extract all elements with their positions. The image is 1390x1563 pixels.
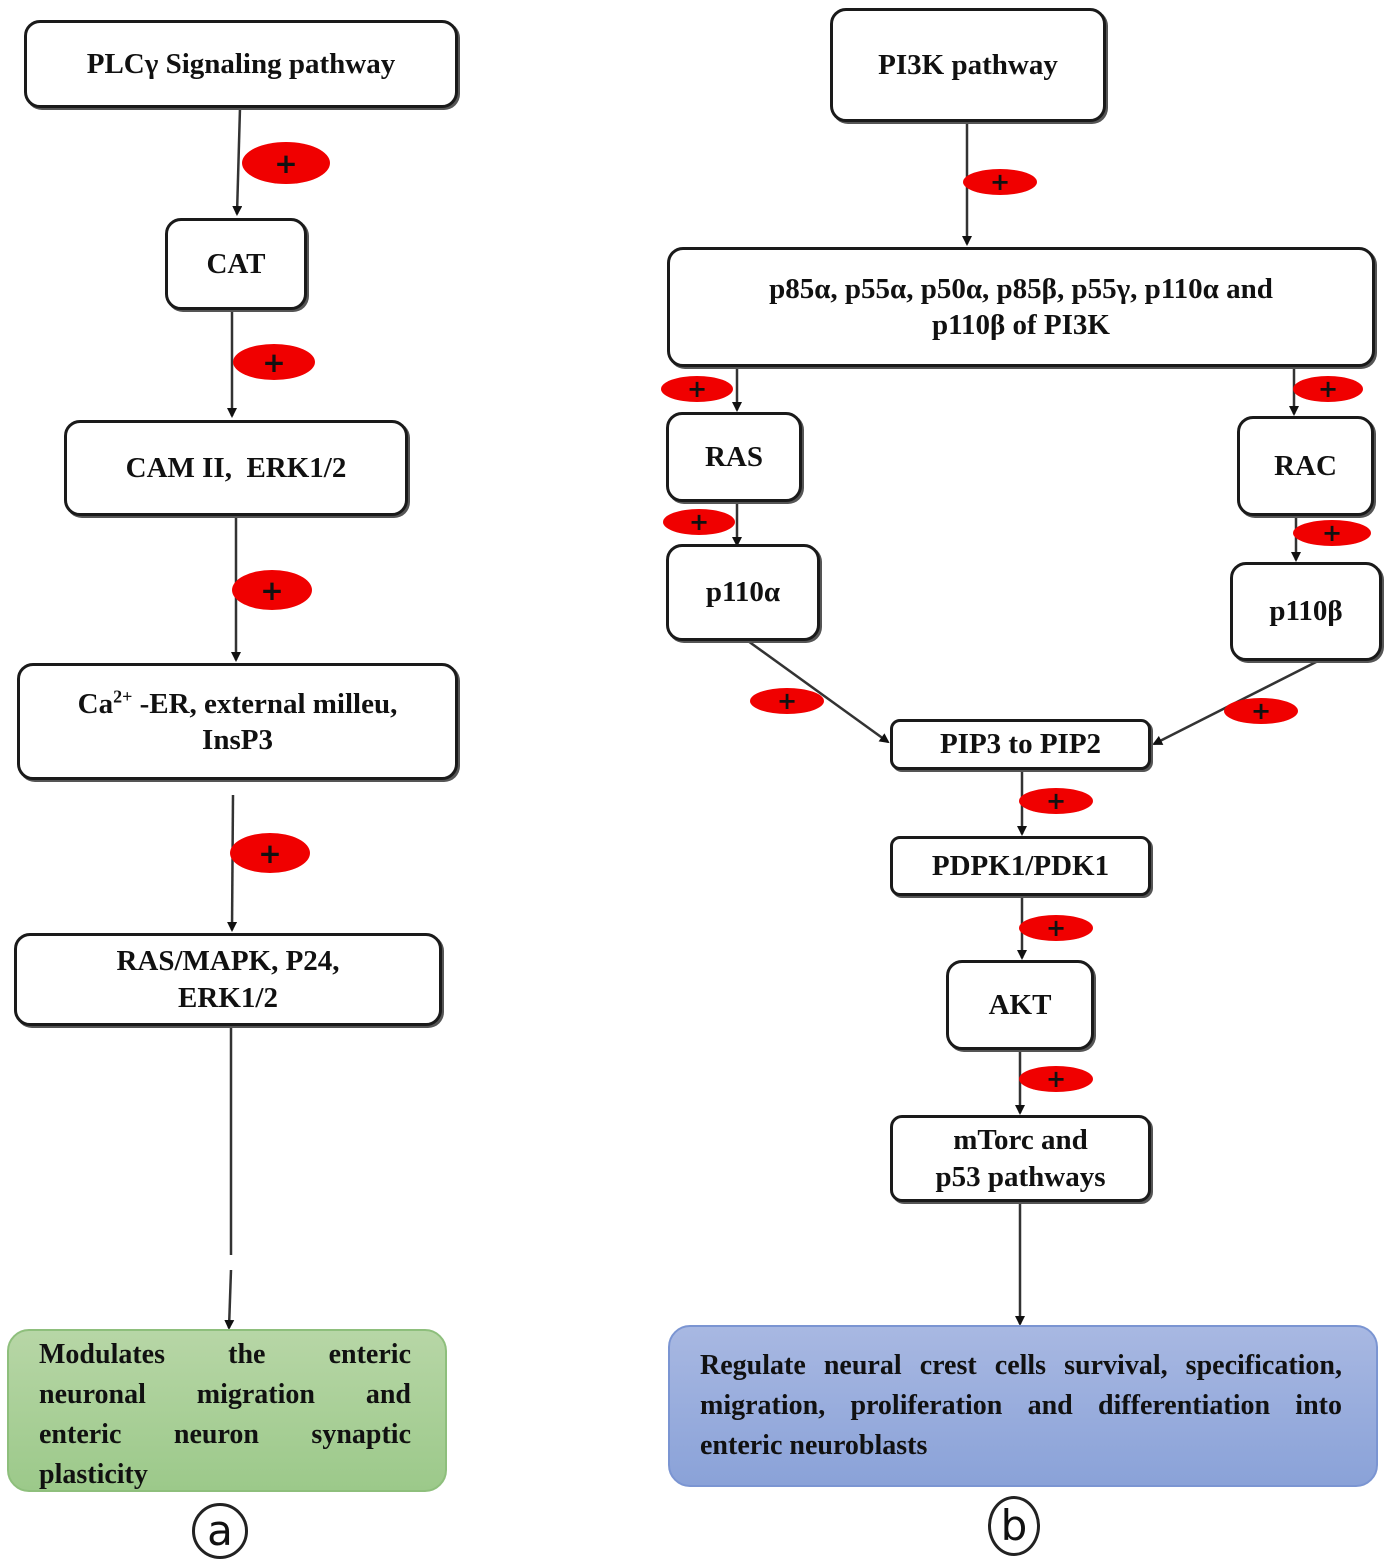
activation-badge: + (242, 142, 330, 184)
activation-badge: + (1293, 375, 1363, 403)
node-subunits-line2: p110β of PI3K (931, 309, 1110, 341)
node-ras-mapk: RAS/MAPK, P24, ERK1/2 (14, 933, 442, 1026)
node-ras-mapk-line1: RAS/MAPK, P24, (116, 945, 340, 978)
node-plcg-label: PLCγ Signaling pathway (86, 47, 396, 80)
activation-badge: + (663, 508, 735, 536)
node-pip3-pip2: PIP3 to PIP2 (890, 719, 1151, 770)
outcome-b-text: Regulate neural crest cells survival, sp… (700, 1350, 1342, 1461)
node-mtorc-line1: mTorc and (953, 1124, 1088, 1157)
edge-plcg-cat (232, 107, 243, 216)
activation-badge: + (230, 833, 310, 873)
node-rac-label: RAC (1274, 449, 1337, 482)
node-akt: AKT (946, 960, 1094, 1050)
node-ras-mapk-line2: ERK1/2 (178, 981, 278, 1014)
node-subunits-line1: p85α, p55α, p50α, p85β, p55γ, p110α and (769, 272, 1273, 305)
calcium-text: Ca (77, 687, 114, 720)
node-outcome-b: Regulate neural crest cells survival, sp… (668, 1325, 1378, 1487)
activation-badge: + (963, 168, 1037, 196)
node-cat: CAT (165, 218, 307, 310)
panel-label-a: a (192, 1503, 248, 1559)
node-cam-label: CAM II, ERK1/2 (125, 451, 347, 484)
node-akt-label: AKT (988, 988, 1052, 1021)
node-rac: RAC (1237, 416, 1374, 516)
node-calcium-line1: Ca2+ -ER, external milleu, (77, 685, 398, 720)
activation-badge: + (1293, 519, 1371, 547)
edge-ca-ras (227, 794, 238, 932)
node-pdpk-label: PDPK1/PDK1 (931, 849, 1110, 882)
node-pi3k-label: PI3K pathway (878, 48, 1058, 81)
node-pdpk1: PDPK1/PDK1 (890, 836, 1151, 896)
outcome-a-text: Modulates the enteric neuronal migration… (39, 1339, 411, 1490)
activation-badge: + (1019, 914, 1093, 942)
node-p110b-label: p110β (1269, 595, 1343, 628)
activation-badge: + (233, 344, 315, 380)
node-cam-erk: CAM II, ERK1/2 (64, 420, 408, 516)
activation-badge: + (232, 570, 312, 610)
node-cat-label: CAT (206, 247, 266, 280)
calcium-line1-rest: -ER, external milleu, (132, 687, 398, 720)
node-mtorc-p53: mTorc and p53 pathways (890, 1115, 1151, 1202)
activation-badge: + (661, 375, 733, 403)
edge-ras-outcome-lower (224, 1269, 235, 1330)
activation-badge: + (1019, 1065, 1093, 1093)
activation-badge: + (1224, 697, 1298, 725)
node-ras: RAS (666, 412, 802, 502)
node-calcium-line2: InsP3 (202, 723, 273, 756)
node-ras-label: RAS (704, 440, 763, 473)
node-pip-label: PIP3 to PIP2 (939, 728, 1102, 761)
node-plcg-pathway: PLCγ Signaling pathway (24, 20, 458, 108)
node-pi3k-pathway: PI3K pathway (830, 8, 1106, 122)
node-mtorc-line2: p53 pathways (935, 1160, 1106, 1193)
edge-p110a-pip (747, 639, 890, 744)
node-p110a: p110α (666, 544, 820, 641)
calcium-charge: 2+ (113, 685, 133, 706)
activation-badge: + (1019, 787, 1093, 815)
activation-badge: + (750, 687, 824, 715)
node-p110b: p110β (1230, 562, 1382, 661)
node-pi3k-subunits: p85α, p55α, p50α, p85β, p55γ, p110α and … (667, 247, 1375, 367)
panel-label-b: b (988, 1496, 1040, 1556)
node-outcome-a: Modulates the enteric neuronal migration… (7, 1329, 447, 1492)
node-p110a-label: p110α (705, 576, 781, 609)
node-calcium: Ca2+ -ER, external milleu, InsP3 (17, 663, 458, 780)
